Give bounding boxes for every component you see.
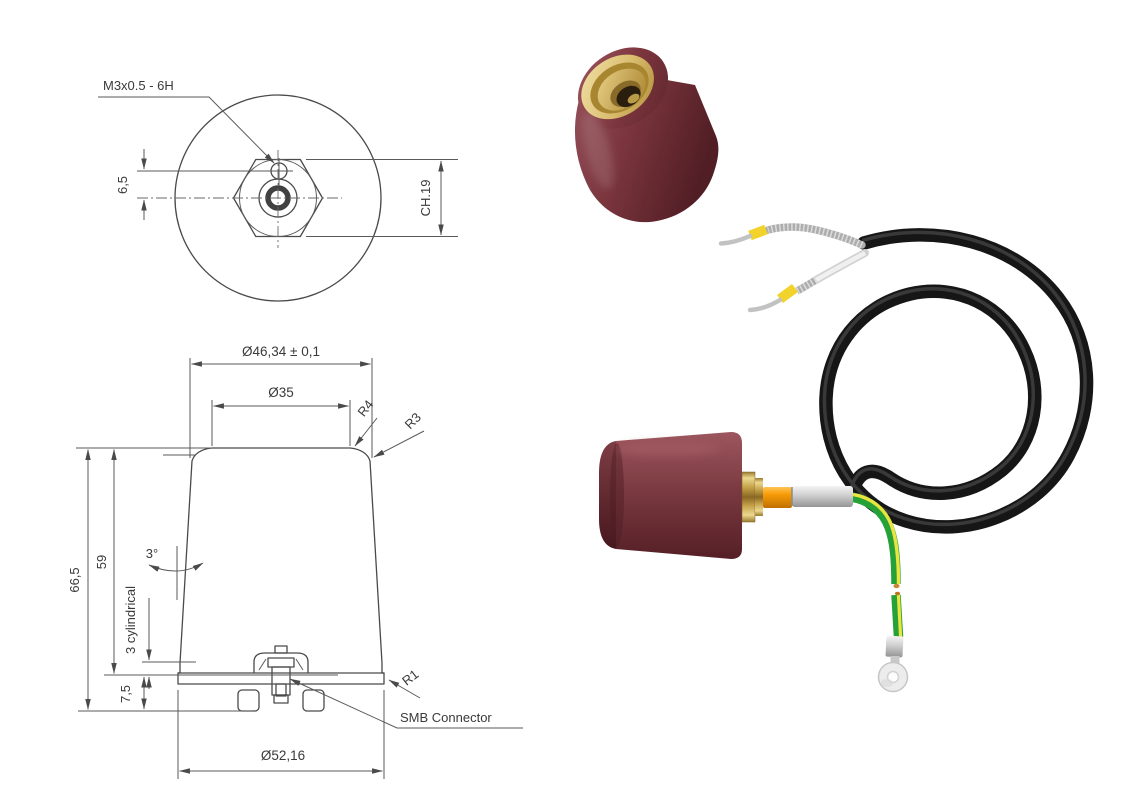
detail-line	[295, 658, 304, 671]
housing-top-cap	[599, 441, 616, 549]
photo-housing-with-cable	[599, 432, 909, 693]
brass-washer	[755, 478, 763, 516]
brass-insert	[581, 54, 654, 120]
white-lead-highlight	[814, 251, 867, 282]
braided-lead-upper	[764, 223, 866, 249]
ring-shading	[881, 679, 893, 687]
black-cable-coil	[819, 228, 1094, 534]
detail-line	[258, 658, 267, 671]
cylindrical-section-dim-label: 3 cylindrical	[123, 586, 138, 654]
top-view: 6,5 CH.19 M3x0.5 - 6H	[98, 78, 458, 302]
earth-wire-green	[850, 492, 901, 585]
thread-callout-label: M3x0.5 - 6H	[103, 78, 174, 93]
wire-tip-lower	[747, 297, 783, 313]
thread-callout-leader	[98, 96, 275, 164]
wire-cut-copper	[894, 591, 901, 596]
connector-inner	[275, 683, 287, 697]
connector-slot	[267, 657, 295, 668]
connector-callout-label: SMB Connector	[400, 710, 492, 725]
base-radius-label: R1	[399, 666, 421, 688]
connector-dome	[253, 652, 309, 674]
top-radius-label: R4	[354, 397, 376, 419]
total-height-dim-label: 66,5	[67, 567, 82, 592]
photo-housing-top	[574, 47, 719, 223]
wire-ferrule-lower	[777, 283, 798, 304]
housing-outline	[177, 447, 385, 685]
hole-offset-dim-label: 6,5	[115, 176, 130, 194]
connector-leader	[289, 678, 523, 729]
orange-fitting	[763, 487, 792, 508]
cable-highlight	[822, 230, 1087, 527]
base-diameter-dim-label: Ø52,16	[261, 748, 305, 763]
braid-texture	[795, 276, 818, 295]
brass-hex-nut	[741, 471, 756, 523]
top-diameter-dim-label: Ø35	[268, 385, 294, 400]
angle-arc	[148, 562, 204, 572]
smb-connector-section	[237, 645, 325, 712]
radius-leader	[354, 417, 378, 447]
connector-nut-left	[237, 689, 260, 712]
cone-height-dim-label: 59	[94, 555, 109, 569]
connector-tip	[274, 645, 288, 654]
crimp-ferrule	[885, 635, 904, 658]
taper-angle-dim-label: 3°	[146, 546, 158, 561]
silver-sleeve	[792, 486, 853, 507]
earth-wire-green-lower	[891, 594, 904, 638]
radius-leader	[373, 430, 425, 458]
cap-shadow	[610, 443, 624, 547]
connector-stem-end	[273, 694, 289, 704]
technical-drawing: 6,5 CH.19 M3x0.5 - 6H	[67, 78, 523, 779]
hex-size-dim-label: CH.19	[418, 180, 433, 217]
radius-leader	[388, 679, 421, 699]
base-height-dim-label: 7,5	[118, 685, 133, 703]
product-photos	[574, 47, 1094, 693]
wire-ferrule-upper	[748, 224, 768, 241]
wire-cut-copper	[893, 583, 900, 589]
center-pin-glint	[627, 93, 640, 104]
connector-stem	[271, 666, 291, 696]
earth-wire-yellow-stripe	[852, 492, 901, 585]
body-top-highlight	[616, 442, 720, 456]
shoulder-radius-label: R3	[402, 410, 424, 432]
outer-diameter-dim-label: Ø46,34 ± 0,1	[242, 344, 320, 359]
wire-tip-upper	[718, 233, 753, 246]
photo-earth-cable-coil	[718, 223, 1094, 534]
housing-body-side-render	[616, 432, 742, 559]
earth-wire-yellow-lower	[896, 594, 903, 638]
body-highlight	[582, 111, 614, 189]
side-view: Ø46,34 ± 0,1 Ø35 R4 R3 66,5 59 3°	[67, 344, 523, 779]
terminal-neck	[890, 656, 900, 665]
